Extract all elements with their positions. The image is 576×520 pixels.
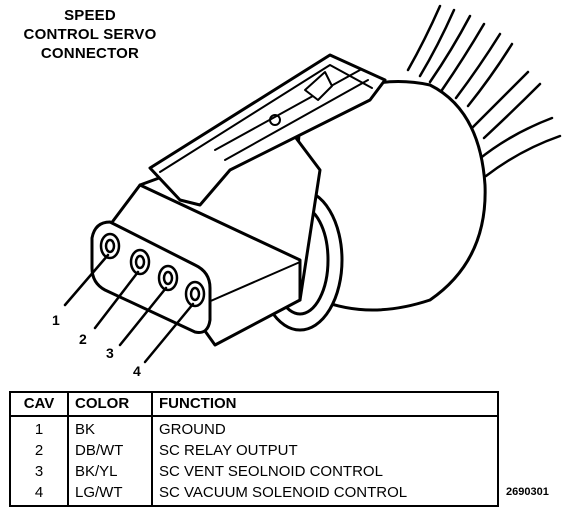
wire-bundle (406, 4, 562, 178)
cell-color: LG/WT (67, 482, 153, 507)
cell-color: BK/YL (67, 461, 153, 482)
figure-reference-number: 2690301 (506, 486, 549, 498)
housing-edge (138, 183, 302, 302)
pinout-table: CAV COLOR FUNCTION 1 BK GROUND 2 DB/WT S… (9, 391, 499, 507)
cavity-2-pin (134, 254, 146, 270)
header-function: FUNCTION (151, 391, 499, 417)
pinout-header-row: CAV COLOR FUNCTION (9, 391, 499, 417)
latch-rivet (269, 114, 281, 126)
header-cav: CAV (9, 391, 69, 417)
pin-label-2: 2 (79, 331, 87, 347)
latch-tab (304, 71, 333, 101)
cavity-4-pin (189, 286, 201, 302)
pin-label-3: 3 (106, 345, 114, 361)
cell-color: DB/WT (67, 440, 153, 461)
pin-leaders (63, 253, 195, 364)
header-color: COLOR (67, 391, 153, 417)
pin-label-4: 4 (133, 363, 141, 379)
latch-ridge (159, 64, 373, 173)
pin-label-1: 1 (52, 312, 60, 328)
latch-groove (214, 69, 361, 151)
cell-function: SC VACUUM SOLENOID CONTROL (151, 482, 499, 507)
title-line-3: CONNECTOR (40, 45, 140, 62)
cavity-1-pin (104, 238, 116, 254)
cavity-3-pin (162, 270, 174, 286)
leader-2 (93, 270, 140, 330)
cell-function: SC RELAY OUTPUT (151, 440, 499, 461)
table-row: 4 LG/WT SC VACUUM SOLENOID CONTROL (9, 482, 499, 507)
cell-function: GROUND (151, 416, 499, 440)
leader-4 (143, 302, 195, 364)
cavity-1 (99, 232, 121, 260)
cavity-2 (129, 248, 151, 276)
latch-groove-2 (224, 79, 369, 161)
diagram-title: SPEED CONTROL SERVO CONNECTOR (0, 6, 180, 63)
cell-color: BK (67, 416, 153, 440)
cell-cav: 2 (9, 440, 69, 461)
cell-cav: 4 (9, 482, 69, 507)
cell-cav: 3 (9, 461, 69, 482)
cavity-3 (157, 264, 179, 292)
leader-3 (118, 286, 168, 347)
table-row: 3 BK/YL SC VENT SEOLNOID CONTROL (9, 461, 499, 482)
title-line-2: CONTROL SERVO (23, 26, 157, 43)
connector-face (90, 220, 212, 334)
cavity-4 (184, 280, 206, 308)
cell-cav: 1 (9, 416, 69, 440)
cell-function: SC VENT SEOLNOID CONTROL (151, 461, 499, 482)
title-line-1: SPEED (64, 7, 116, 24)
table-row: 1 BK GROUND (9, 416, 499, 440)
connector-illustration (63, 4, 562, 364)
pin-cavities (99, 232, 206, 308)
leader-1 (63, 253, 110, 307)
table-row: 2 DB/WT SC RELAY OUTPUT (9, 440, 499, 461)
